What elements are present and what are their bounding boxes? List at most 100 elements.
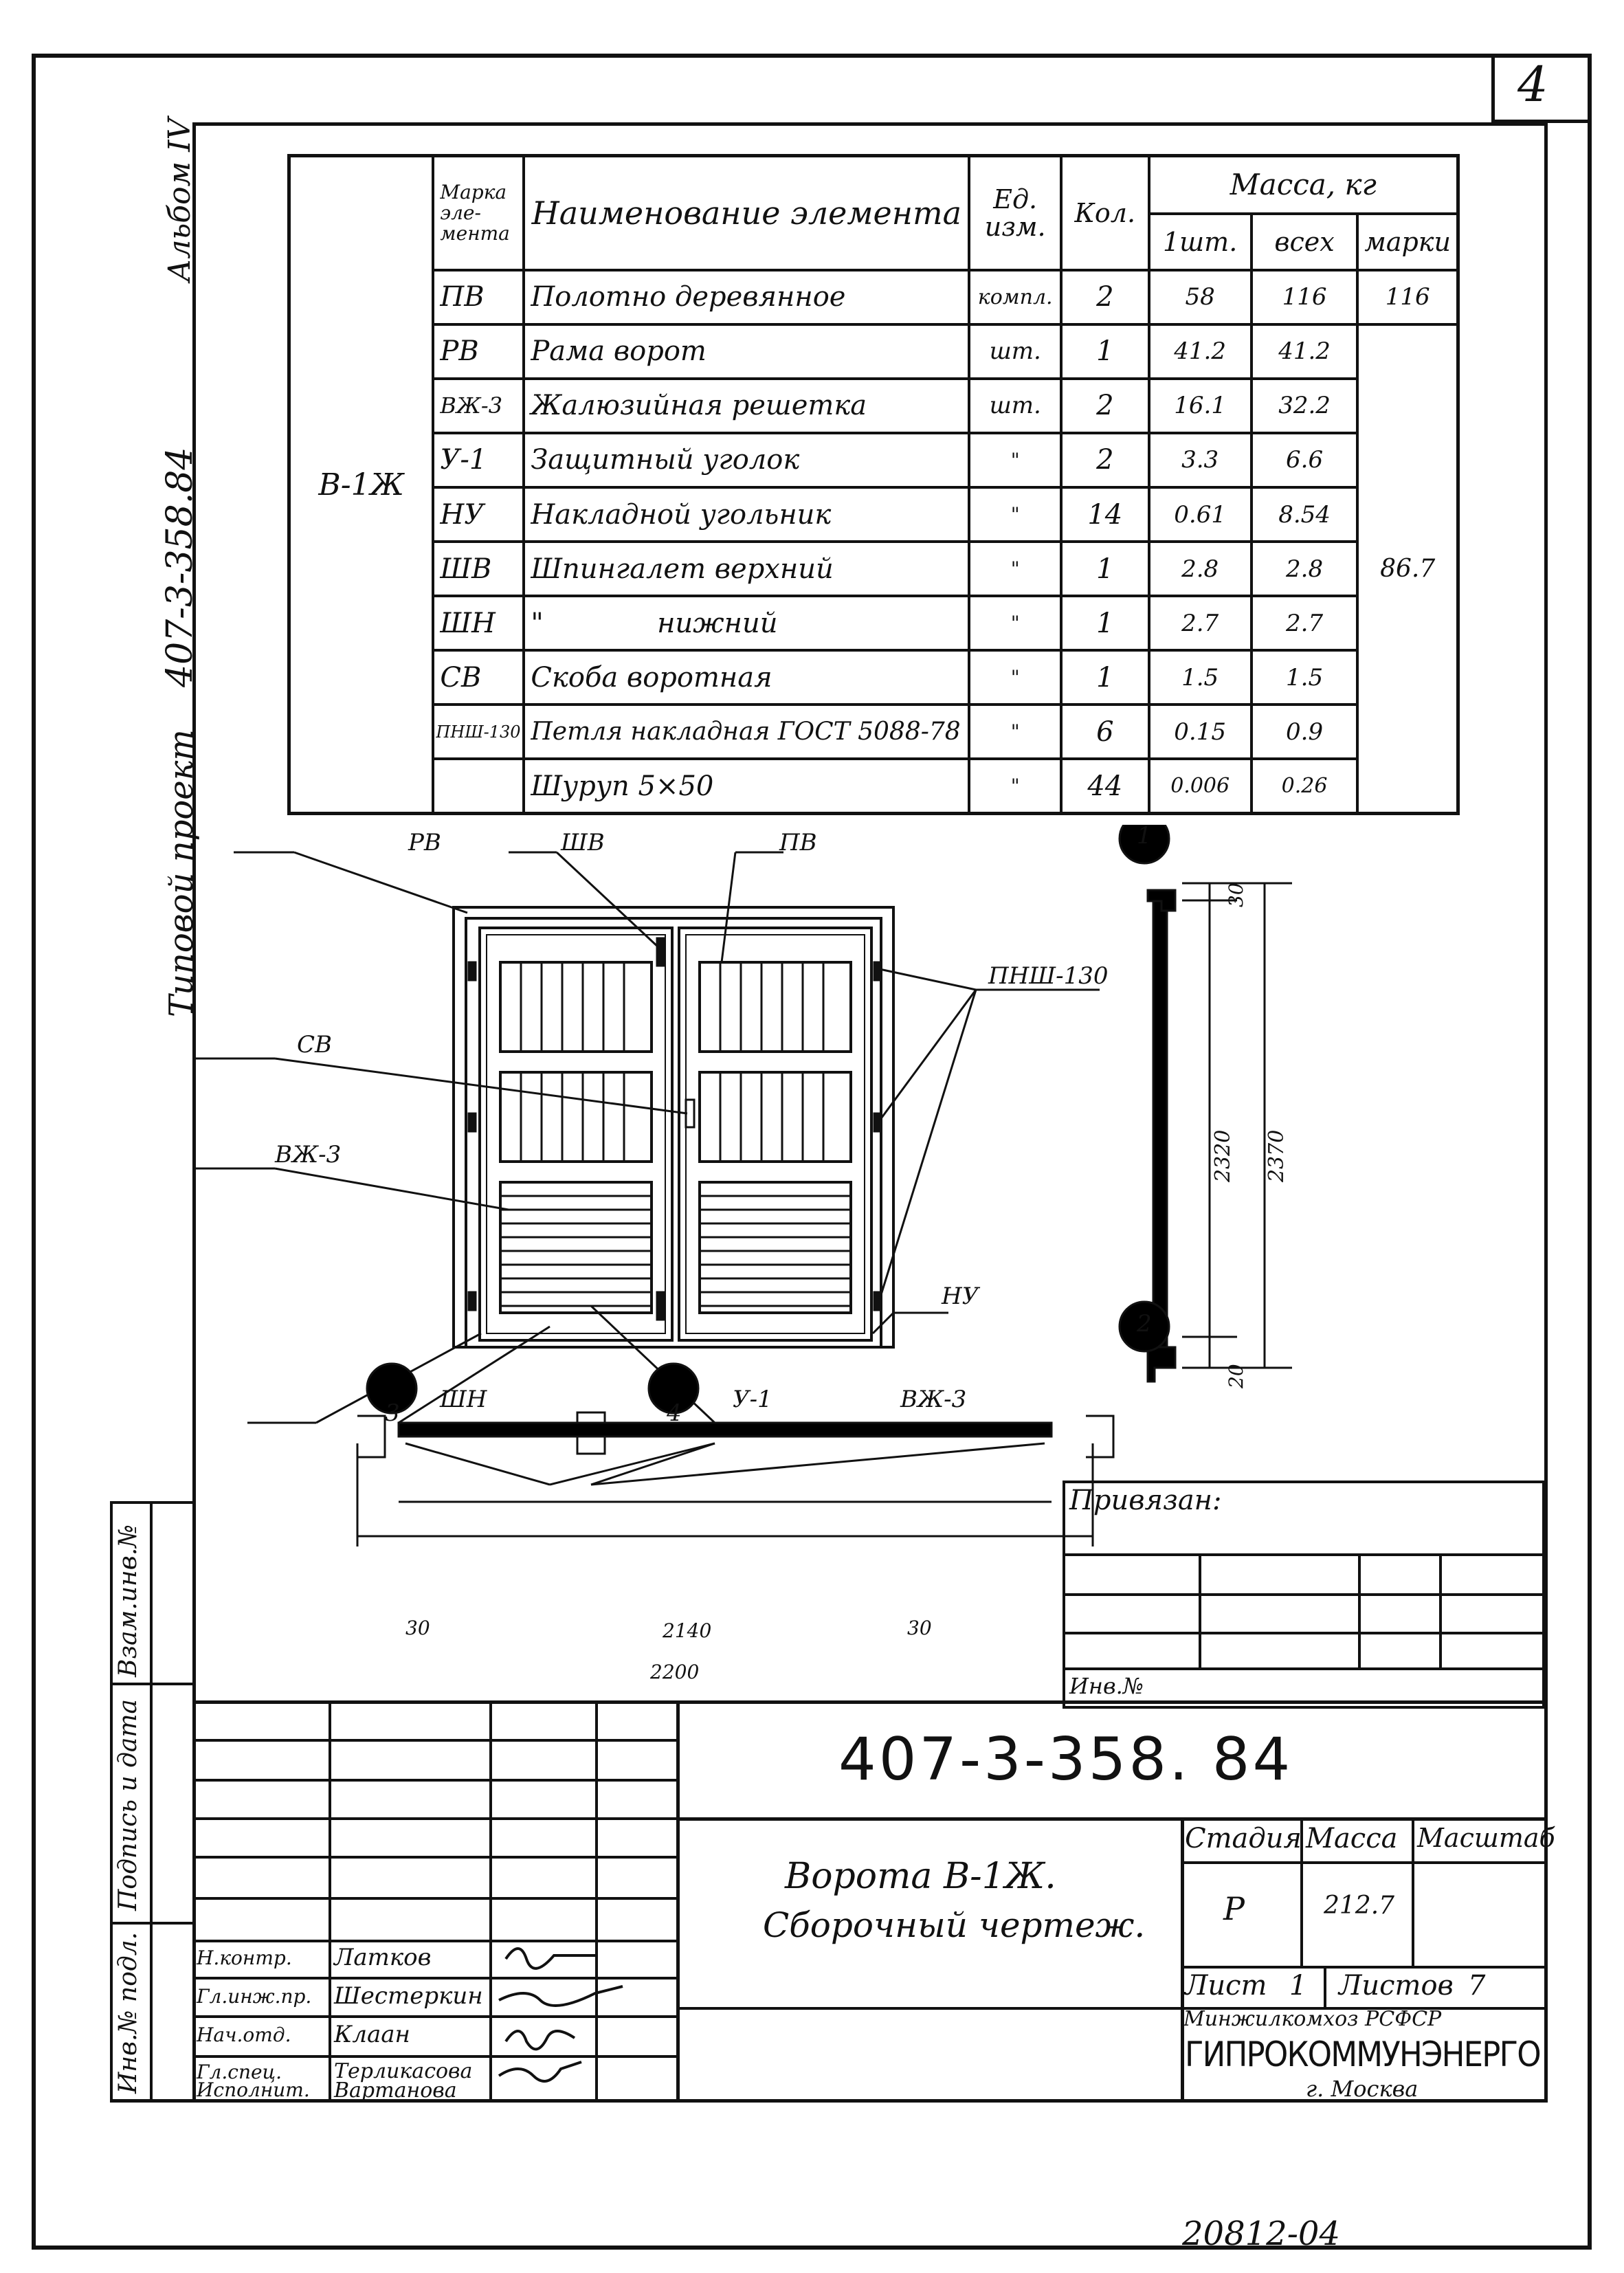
dim-w-inner: 2140: [663, 1619, 712, 1642]
dim-bottom: 20: [1225, 1364, 1247, 1388]
glazing-right-mid: [698, 1071, 852, 1163]
callout-nu: НУ: [942, 1283, 979, 1310]
role-3: Гл.спец.: [197, 2061, 282, 2083]
signatures: [498, 1947, 623, 2083]
sheet-no: 1: [1289, 1970, 1307, 2002]
header-mark: Марка эле- мента: [432, 154, 526, 271]
page-number: 4: [1517, 56, 1548, 113]
inner-frame-top: [192, 122, 1548, 126]
glazing-left-mid: [499, 1071, 653, 1163]
callout-vzh3-right: ВЖ-3: [900, 1386, 967, 1413]
louvre-left: [499, 1181, 653, 1314]
header-mass-one: 1шт.: [1147, 212, 1253, 271]
louvre-right: [698, 1181, 852, 1314]
name-3: Терликасова: [334, 2059, 473, 2083]
side-album: Альбом IV: [162, 118, 197, 282]
archive-number: 20812-04: [1182, 2215, 1340, 2253]
section-mark-2: 2: [1137, 1310, 1152, 1338]
glazing-left-top: [499, 961, 653, 1053]
org-logo: ГИПРОКОММУНЭНЕРГО: [1185, 2034, 1542, 2074]
section-mark-3: 3: [385, 1399, 400, 1427]
binding-title: Привязан:: [1069, 1485, 1222, 1516]
dim-w-right: 30: [907, 1617, 932, 1639]
role-4: Исполнит.: [197, 2078, 310, 2101]
side-stamp: [110, 1501, 195, 2102]
ministry: Минжилкомхоз РСФСР: [1183, 2007, 1442, 2031]
role-1: Гл.инж.пр.: [197, 1985, 312, 2008]
callout-pnsh: ПНШ-130: [988, 962, 1109, 990]
group-mark-cell: В-1Ж: [287, 154, 435, 815]
page-num-box-bottom: [1491, 120, 1592, 123]
sheets-no: 7: [1468, 1970, 1486, 2002]
frame-top: [32, 54, 1592, 58]
gate-leaf-right: [678, 927, 873, 1342]
side-project-code: 407-3-358.84: [159, 447, 201, 687]
drawing-name-2: Сборочный чертеж.: [763, 1905, 1146, 1945]
dim-top: 30: [1225, 883, 1247, 907]
dim-w-left: 30: [405, 1617, 430, 1639]
inner-frame-bottom: [110, 2099, 1548, 2103]
header-unit: Ед. изм.: [968, 154, 1063, 271]
name-0: Латков: [334, 1944, 432, 1971]
callout-sv: СВ: [297, 1031, 332, 1058]
callout-u1: У-1: [733, 1386, 772, 1413]
callout-rv: РВ: [408, 829, 441, 856]
side-stamp-f1: Взам.инв.№: [114, 1524, 142, 1677]
inner-frame-right: [1544, 122, 1548, 2102]
drawing-name-1: Ворота В-1Ж.: [785, 1856, 1056, 1897]
drawing-code: 407-3-358. 84: [838, 1725, 1293, 1794]
callout-pv: ПВ: [779, 829, 817, 856]
section-mark-4: 4: [667, 1399, 682, 1427]
gate-leaf-left: [478, 927, 674, 1342]
side-stamp-f3: Инв.№ подл.: [114, 1931, 142, 2094]
mass-label: Масса: [1306, 1823, 1398, 1854]
frame-bottom: [32, 2246, 1592, 2250]
title-block: [194, 1700, 1548, 2102]
sheet-label: Лист: [1185, 1970, 1267, 2002]
header-qty: Кол.: [1060, 154, 1150, 271]
stage-label: Стадия: [1185, 1823, 1302, 1854]
city: г. Москва: [1306, 2076, 1419, 2102]
dim-inner: 2320: [1211, 1129, 1235, 1182]
callout-vzh3-left: ВЖ-3: [275, 1141, 342, 1168]
stage-value: Р: [1223, 1890, 1245, 1927]
page-num-box-left: [1491, 54, 1495, 122]
name-1: Шестеркин: [334, 1982, 483, 2010]
role-2: Нач.отд.: [197, 2023, 291, 2046]
header-name: Наименование элемента: [522, 154, 971, 271]
dim-w-total: 2200: [650, 1661, 700, 1683]
callout-shv: ШВ: [561, 829, 605, 856]
header-mass-mark: марки: [1356, 212, 1460, 271]
section-mark-1: 1: [1137, 822, 1152, 850]
total-mass-mark: 86.7: [1356, 322, 1460, 815]
name-4: Вартанова: [334, 2078, 457, 2103]
side-stamp-f2: Подпись и дата: [114, 1699, 142, 1911]
inner-frame-left: [192, 122, 196, 2102]
binding-inv: Инв.№: [1069, 1673, 1144, 1699]
role-0: Н.контр.: [197, 1947, 292, 1969]
header-mass-all: всех: [1249, 212, 1359, 271]
group-mark: В-1Ж: [318, 467, 405, 502]
header-mass: Масса, кг: [1147, 154, 1460, 215]
specification-table: В-1Ж Марка эле- мента Наименование элеме…: [287, 154, 1460, 815]
gate-drawing: [192, 825, 1292, 1546]
scale-label: Масштаб: [1417, 1823, 1555, 1853]
frame-right: [1588, 54, 1592, 2250]
sheets-label: Листов: [1339, 1970, 1454, 2002]
dim-outer: 2370: [1265, 1129, 1289, 1182]
frame-left: [32, 54, 36, 2250]
mass-value: 212.7: [1324, 1892, 1395, 1920]
gate-frame-inner: [465, 917, 882, 1349]
name-2: Клаан: [334, 2021, 410, 2048]
callout-shn: ШН: [440, 1386, 487, 1413]
